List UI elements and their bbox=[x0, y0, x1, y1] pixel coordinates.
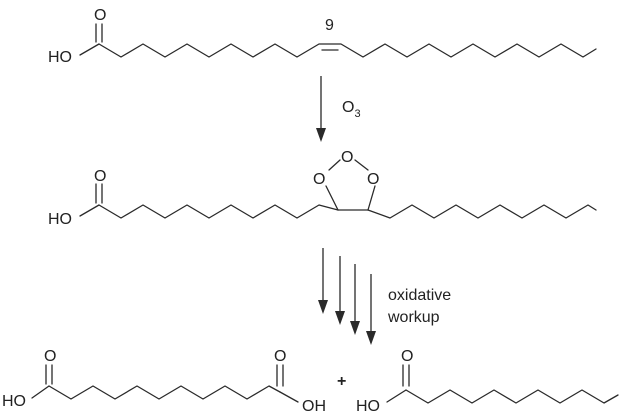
oleic-acid-structure: O HO 9 bbox=[48, 7, 597, 66]
double-bond-position-label: 9 bbox=[325, 17, 334, 34]
ozonide-ring-c-o-left bbox=[325, 185, 339, 211]
ozone-subscript: 3 bbox=[354, 108, 360, 120]
azelaic-left-hydroxyl: HO bbox=[2, 393, 26, 410]
ozonide-structure: O HO O O O bbox=[48, 149, 597, 228]
nonanoic-hydroxyl: HO bbox=[356, 398, 380, 414]
ozonolysis-arrow bbox=[316, 76, 326, 142]
workup-arrow-4-head bbox=[366, 331, 376, 345]
ozonide-hydroxyl: HO bbox=[48, 211, 72, 228]
plus-sign: + bbox=[337, 373, 346, 390]
ozonide-right-chain bbox=[367, 204, 597, 219]
oleic-acid-carbonyl-oxygen: O bbox=[94, 7, 106, 24]
nonanoic-acid-chain bbox=[405, 389, 619, 404]
workup-label-line1: oxidative bbox=[388, 287, 451, 304]
ozonide-ring-o-o-right bbox=[354, 159, 369, 171]
oxidative-workup-arrows bbox=[318, 248, 376, 345]
nonanoic-acid-structure: O HO bbox=[356, 348, 619, 414]
ozone-symbol: O bbox=[342, 99, 354, 116]
workup-label-line2: workup bbox=[387, 309, 440, 326]
ozonide-ring-c-o-right bbox=[367, 185, 376, 211]
azelaic-right-hydroxyl: OH bbox=[302, 398, 326, 414]
ozonide-ring-oxygen-top: O bbox=[341, 149, 353, 166]
oleic-acid-hydroxyl-bond bbox=[79, 43, 100, 56]
azelaic-left-carbonyl-oxygen: O bbox=[44, 348, 56, 365]
ozonide-ring-oxygen-left: O bbox=[313, 171, 325, 188]
ozonide-left-chain bbox=[98, 204, 339, 219]
nonanoic-carbonyl-oxygen: O bbox=[401, 348, 413, 365]
ozonide-ring-oxygen-right: O bbox=[367, 171, 379, 188]
workup-arrow-3-head bbox=[350, 321, 360, 335]
azelaic-right-hydroxyl-bond bbox=[279, 391, 299, 403]
azelaic-acid-chain bbox=[48, 385, 281, 400]
ozonide-carbonyl-oxygen: O bbox=[94, 168, 106, 185]
ozonide-hydroxyl-bond bbox=[79, 204, 100, 217]
nonanoic-hydroxyl-bond bbox=[386, 389, 407, 403]
ozonide-ring-o-o-left bbox=[328, 159, 341, 171]
azelaic-acid-structure: O HO O OH bbox=[2, 348, 326, 414]
azelaic-right-carbonyl-oxygen: O bbox=[274, 348, 286, 365]
oleic-acid-chain bbox=[98, 43, 597, 58]
oleic-acid-hydroxyl: HO bbox=[48, 49, 72, 66]
workup-arrow-2-head bbox=[335, 311, 345, 325]
ozone-reagent-label: O3 bbox=[342, 99, 361, 120]
arrow-head bbox=[316, 128, 326, 142]
azelaic-left-hydroxyl-bond bbox=[31, 385, 50, 399]
workup-arrow-1-head bbox=[318, 300, 328, 314]
